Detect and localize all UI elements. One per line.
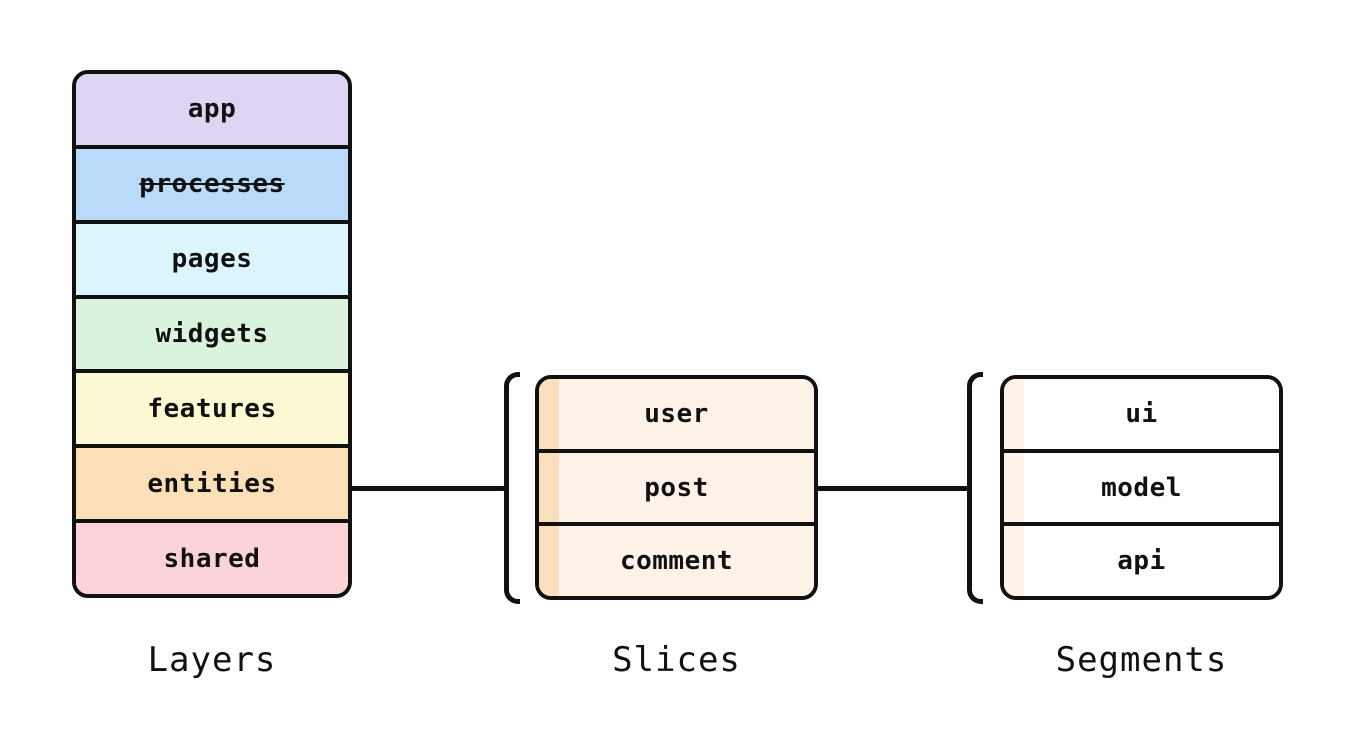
slice-label-comment: comment	[619, 546, 734, 577]
segment-label-ui: ui	[1125, 398, 1158, 429]
layer-label-entities: entities	[147, 468, 277, 499]
layers-group-title: Layers	[147, 640, 277, 680]
layer-row-entities: entities	[76, 444, 348, 520]
layers-stack: app processes pages widgets features ent…	[72, 70, 352, 598]
slice-row-user: user	[539, 379, 814, 449]
layer-label-widgets: widgets	[155, 319, 269, 349]
layer-row-features: features	[76, 369, 348, 445]
slices-stack: user post comment	[535, 375, 818, 600]
layer-row-processes: processes	[76, 144, 348, 220]
segments-stack: ui model api	[1000, 375, 1283, 600]
layer-row-pages: pages	[76, 219, 348, 295]
slice-label-user: user	[644, 398, 709, 429]
connector-slices-to-segments	[816, 486, 969, 491]
segment-row-model: model	[1004, 448, 1279, 523]
connector-layers-to-slices	[350, 486, 506, 491]
slice-label-post: post	[644, 472, 709, 503]
layer-label-features: features	[147, 393, 277, 424]
layer-row-shared: shared	[76, 519, 348, 594]
slice-row-comment: comment	[539, 522, 814, 596]
layer-label-processes: processes	[139, 169, 285, 200]
slice-strip	[539, 379, 559, 449]
slice-row-post: post	[539, 448, 814, 523]
segment-row-api: api	[1004, 522, 1279, 596]
layer-row-app: app	[76, 74, 348, 145]
segment-strip	[1004, 452, 1024, 523]
segments-group-title: Segments	[1055, 640, 1228, 680]
slices-group-bracket	[504, 372, 520, 604]
segment-label-model: model	[1101, 472, 1182, 503]
layer-label-app: app	[187, 94, 237, 125]
slice-strip	[539, 526, 559, 596]
segment-strip	[1004, 379, 1024, 449]
segment-strip	[1004, 526, 1024, 596]
slice-strip	[539, 452, 559, 523]
segment-row-ui: ui	[1004, 379, 1279, 449]
slices-group-title: Slices	[612, 640, 741, 680]
layer-row-widgets: widgets	[76, 294, 348, 370]
segment-label-api: api	[1117, 546, 1166, 577]
layer-label-shared: shared	[163, 543, 261, 574]
layer-label-pages: pages	[171, 244, 253, 275]
segments-group-bracket	[967, 372, 983, 604]
